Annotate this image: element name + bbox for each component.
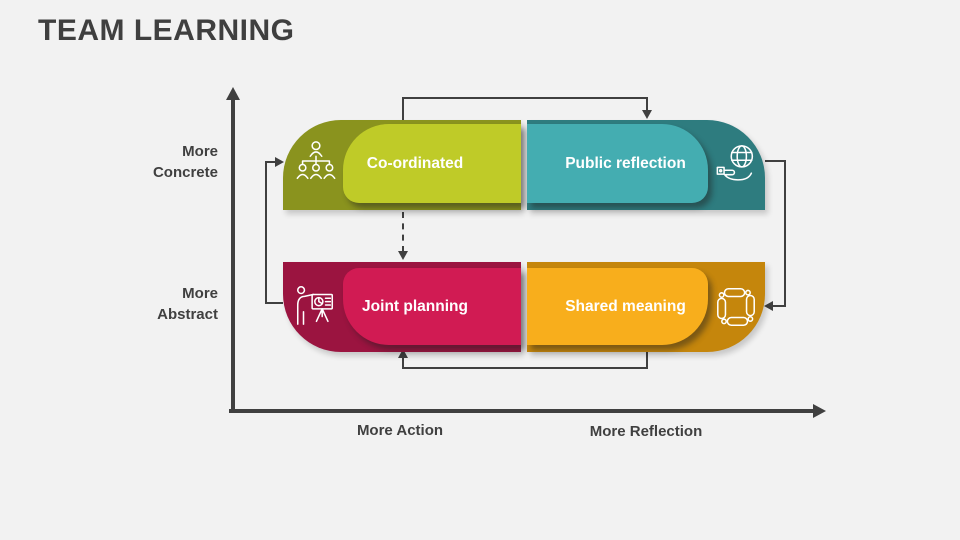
quadrant-public-reflection: Public reflection bbox=[527, 120, 765, 210]
x-axis-label-right: More Reflection bbox=[589, 423, 703, 440]
quadrant-joint-planning: Joint planning bbox=[283, 262, 521, 352]
presentation-board-icon bbox=[292, 282, 338, 328]
arrowhead-into-coordinated bbox=[275, 157, 284, 167]
y-axis-label-bottom: More Abstract bbox=[157, 285, 218, 323]
arrowhead-into-joint-planning-top bbox=[398, 251, 408, 260]
x-axis-arrow-icon bbox=[813, 404, 826, 418]
y-axis-line bbox=[231, 99, 235, 413]
page-title: TEAM LEARNING bbox=[38, 14, 295, 47]
y-axis-label-top: More Concrete bbox=[152, 143, 218, 181]
quadrant-label-coordinated: Co-ordinated bbox=[366, 154, 464, 172]
org-chart-icon bbox=[293, 139, 339, 185]
arrowhead-into-joint-planning-bottom bbox=[398, 349, 408, 358]
y-axis-arrow-icon bbox=[226, 87, 240, 100]
arrowhead-into-public-reflection bbox=[642, 110, 652, 119]
quadrant-label-public-reflection: Public reflection bbox=[565, 154, 686, 172]
quadrant-coordinated: Co-ordinated bbox=[283, 120, 521, 210]
globe-in-hand-icon bbox=[714, 142, 760, 188]
x-axis-label-left: More Action bbox=[356, 422, 444, 439]
quadrant-label-shared-meaning: Shared meaning bbox=[565, 297, 686, 315]
arrowhead-into-shared-meaning bbox=[764, 301, 773, 311]
quadrant-shared-meaning: Shared meaning bbox=[527, 262, 765, 352]
x-axis-line bbox=[229, 409, 815, 413]
quadrant-label-joint-planning: Joint planning bbox=[362, 297, 468, 315]
roundtable-icon bbox=[713, 284, 759, 330]
